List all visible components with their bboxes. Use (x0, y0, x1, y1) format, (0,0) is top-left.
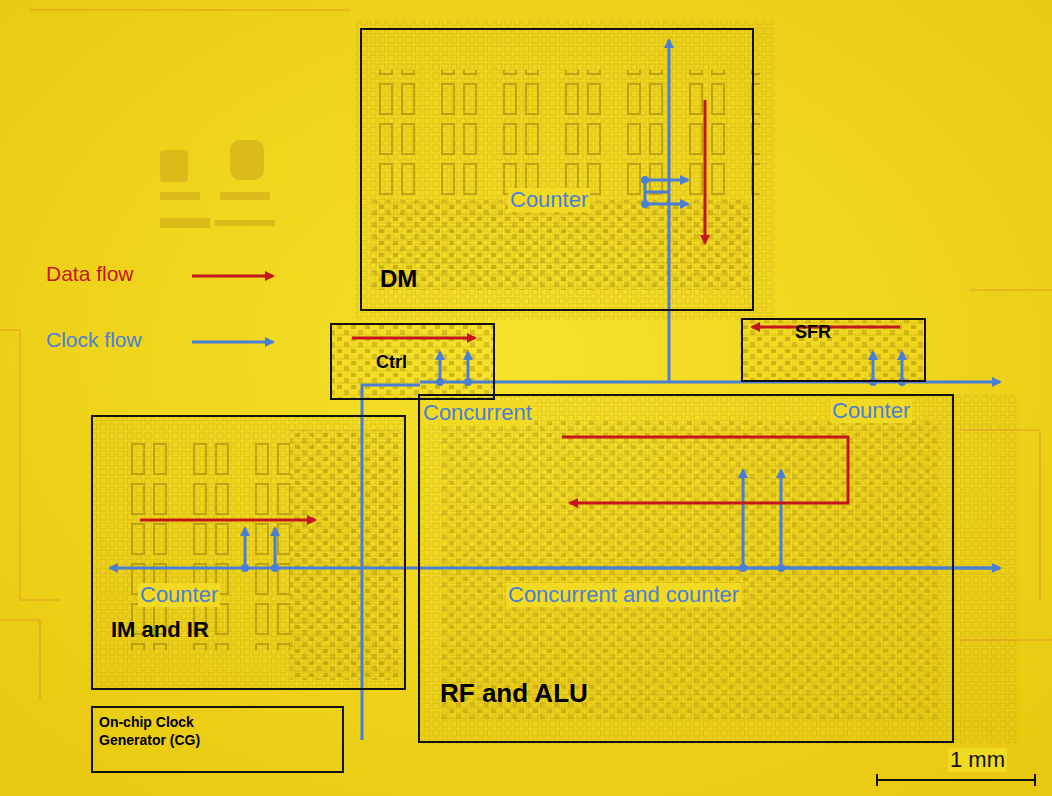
clock-generator-box: On-chip Clock Generator (CG) (91, 706, 344, 773)
memory-block: IM and IR (91, 415, 406, 690)
clock-scheme-label: Concurrent (421, 401, 534, 425)
block-label: DM (380, 265, 417, 293)
block-label: IM and IR (111, 617, 209, 643)
control-block: Ctrl (330, 323, 495, 400)
legend-text: Clock flow (44, 328, 144, 351)
block-label: RF and ALU (440, 678, 588, 709)
clock-wires (110, 40, 1000, 740)
scale-label: 1 mm (948, 748, 1007, 772)
legend-samples (192, 276, 273, 342)
clock-scheme-label: Concurrent and counter (506, 583, 741, 607)
memory-block: DM (360, 28, 754, 311)
block-label: SFR (795, 322, 831, 343)
scale-bar (877, 774, 1035, 786)
datapath-block: RF and ALU (418, 394, 954, 743)
register-block: SFR (741, 318, 926, 382)
legend-text: Data flow (44, 262, 136, 285)
clock-scheme-label: Counter (138, 583, 220, 607)
block-label: Ctrl (376, 352, 407, 373)
clock-scheme-label: Counter (508, 188, 590, 212)
block-label: On-chip Clock Generator (CG) (99, 714, 259, 749)
clock-scheme-label: Counter (830, 399, 912, 423)
